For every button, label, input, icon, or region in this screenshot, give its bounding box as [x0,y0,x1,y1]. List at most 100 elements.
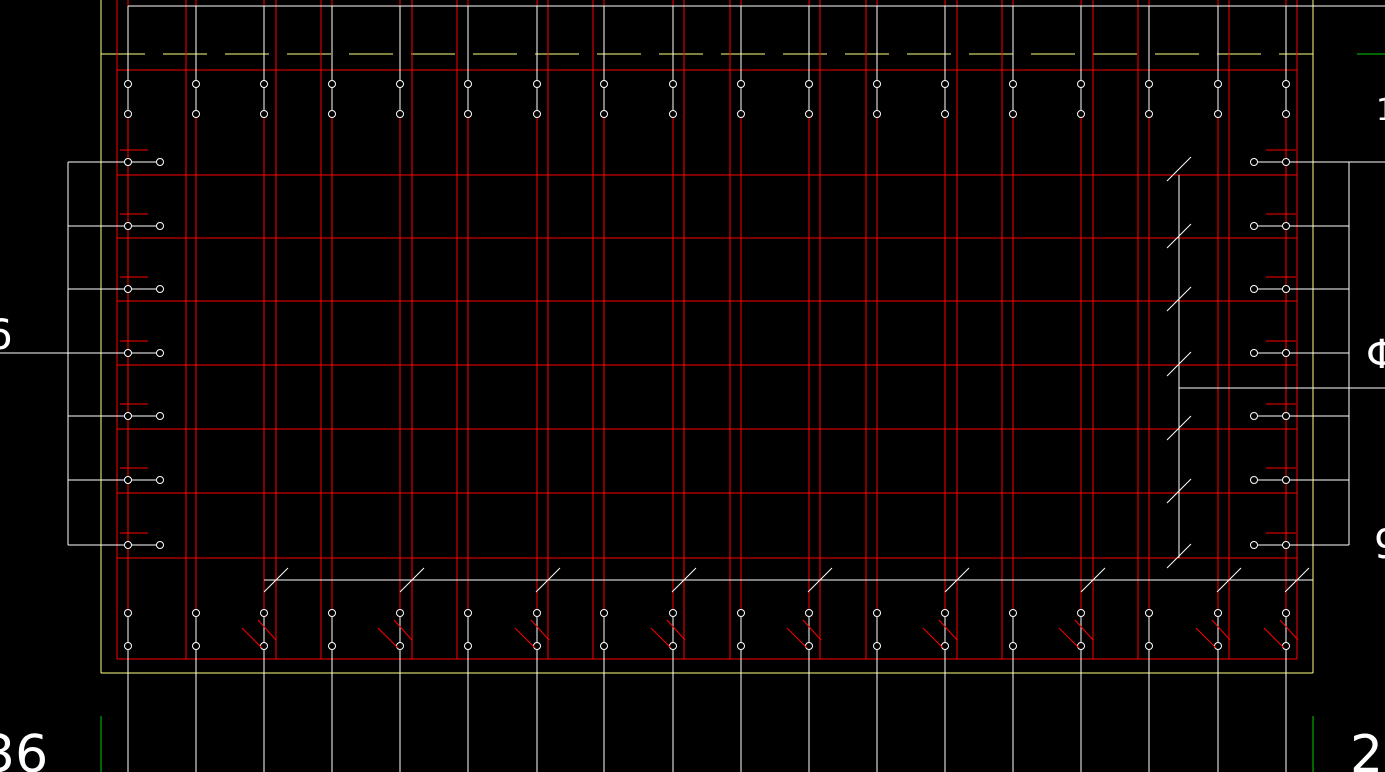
rebar-circle [737,609,745,617]
rebar-circle [533,609,541,617]
rebar-circle [1282,110,1290,118]
rebar-circle [1250,412,1258,420]
right-top-label: 1 [1376,93,1385,128]
rebar-circle [1282,80,1290,88]
rebar-circle [1145,642,1153,650]
hatch-mark [377,627,399,649]
dimension-tick [1166,286,1192,312]
hatch-mark [666,619,686,641]
hatch-mark [514,627,536,649]
dimension-tick [1166,478,1192,504]
dimension-tick [1166,543,1192,569]
rebar-circle [124,158,132,166]
rebar-circle [396,609,404,617]
rebar-circle [328,642,336,650]
dimension-tick [1166,156,1192,182]
rebar-circle [1009,642,1017,650]
rebar-circle [260,609,268,617]
dimension-tick [1216,567,1242,593]
vertical-grid-lines [116,0,1298,659]
rebar-circle [873,110,881,118]
rebar-circle [1282,158,1290,166]
horizontal-grid-lines [117,69,1297,660]
hatch-mark [922,627,944,649]
rebar-circle [156,285,164,293]
left-edge-label: 6 [0,310,13,359]
rebar-circle [1282,476,1290,484]
rebar-circle [1077,80,1085,88]
right-lower-label: 9 [1374,522,1385,568]
rebar-circle [1250,158,1258,166]
rebar-circle [737,110,745,118]
rebar-circle [1145,80,1153,88]
hatch-mark [1211,619,1231,641]
bottom-rebar-markers [124,609,1290,772]
rebar-circle [156,222,164,230]
rebar-circle [260,110,268,118]
rebar-circle [124,349,132,357]
hatch-mark [938,619,958,641]
rebar-circle [533,642,541,650]
rebar-circle [737,642,745,650]
rebar-circle [805,609,813,617]
rebar-circle [873,609,881,617]
rebar-circle [805,642,813,650]
rebar-circle [1282,222,1290,230]
rebar-circle [1282,541,1290,549]
hatch-mark [650,627,672,649]
rebar-circle [464,110,472,118]
rebar-circle [192,609,200,617]
hatch-mark [1074,619,1094,641]
rebar-circle [396,642,404,650]
rebar-circle [1145,110,1153,118]
rebar-circle [1077,609,1085,617]
rebar-circle [328,80,336,88]
hatch-mark [1195,627,1217,649]
rebar-circle [464,642,472,650]
rebar-circle [1077,642,1085,650]
left-rebar-markers [68,149,164,549]
rebar-circle [873,642,881,650]
dimension-tick [1284,567,1310,593]
rebar-circle [124,609,132,617]
hatch-mark [393,619,413,641]
rebar-circle [156,158,164,166]
hatch-mark [257,619,277,641]
rebar-circle [1282,412,1290,420]
rebar-circle [1214,642,1222,650]
dimension-tick [1166,415,1192,441]
rebar-circle [941,110,949,118]
hatch-mark [1279,619,1299,641]
dimension-tick [1166,351,1192,377]
rebar-circle [669,80,677,88]
rebar-circle [600,110,608,118]
dimension-tick [1166,223,1192,249]
rebar-circle [156,349,164,357]
right-edge-label: Φ [1366,332,1385,378]
rebar-circle [260,642,268,650]
rebar-circle [124,285,132,293]
rebar-circle [260,80,268,88]
rebar-circle [1077,110,1085,118]
rebar-circle [192,110,200,118]
rebar-circle [328,110,336,118]
rebar-circle [600,642,608,650]
rebar-circle [941,642,949,650]
rebar-circle [1214,609,1222,617]
rebar-circle [1009,609,1017,617]
hatch-mark [241,627,263,649]
rebar-circle [1250,285,1258,293]
dimension-tick [263,567,289,593]
hatch-mark [1263,627,1285,649]
rebar-circle [156,476,164,484]
rebar-circle [873,80,881,88]
rebar-circle [1282,285,1290,293]
rebar-circle [600,80,608,88]
rebar-circle [396,80,404,88]
rebar-circle [1282,642,1290,650]
rebar-circle [1214,110,1222,118]
outer-outline [100,0,1314,674]
rebar-circle [328,609,336,617]
dimension-tick [944,567,970,593]
hatch-mark [1058,627,1080,649]
